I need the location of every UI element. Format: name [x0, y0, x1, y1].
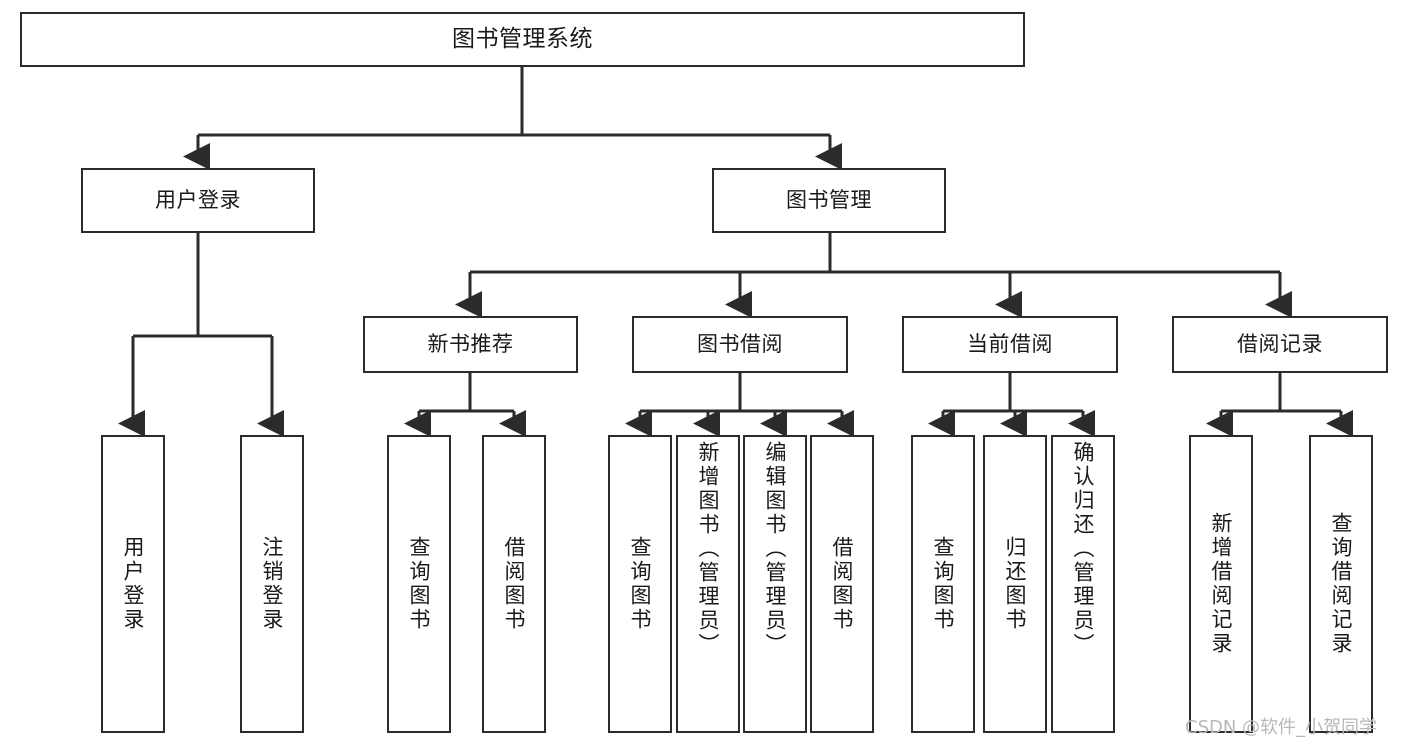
node-root[interactable]: 图书管理系统	[20, 12, 1025, 67]
leaf-node[interactable]: 确认归还（管理员）	[1051, 435, 1115, 733]
node-root-label: 图书管理系统	[452, 25, 593, 52]
leaf-node-label: 查询图书	[931, 536, 956, 632]
leaf-node[interactable]: 新增借阅记录	[1189, 435, 1253, 733]
node-book-management-label: 图书管理	[786, 187, 872, 212]
node-book-borrow-label: 图书借阅	[697, 331, 783, 356]
leaf-node-label: 确认归还（管理员）	[1071, 441, 1096, 657]
leaf-node[interactable]: 查询图书	[387, 435, 451, 733]
node-book-management[interactable]: 图书管理	[712, 168, 946, 233]
leaf-node-label: 查询图书	[628, 536, 653, 632]
node-borrow-record[interactable]: 借阅记录	[1172, 316, 1388, 373]
leaf-node-label: 注销登录	[260, 536, 285, 632]
leaf-node[interactable]: 借阅图书	[810, 435, 874, 733]
node-book-borrow[interactable]: 图书借阅	[632, 316, 848, 373]
leaf-node-label: 新增借阅记录	[1209, 512, 1234, 656]
leaf-node-label: 借阅图书	[502, 536, 527, 632]
leaf-node[interactable]: 编辑图书（管理员）	[743, 435, 807, 733]
leaf-node-label: 归还图书	[1003, 536, 1028, 632]
leaf-node-label: 新增图书（管理员）	[696, 441, 721, 657]
leaf-node-label: 编辑图书（管理员）	[763, 441, 788, 657]
node-new-book-recommend-label: 新书推荐	[427, 331, 514, 356]
leaf-node[interactable]: 归还图书	[983, 435, 1047, 733]
leaf-node[interactable]: 查询图书	[608, 435, 672, 733]
node-current-borrow[interactable]: 当前借阅	[902, 316, 1118, 373]
node-current-borrow-label: 当前借阅	[967, 331, 1053, 356]
leaf-node-label: 借阅图书	[830, 536, 855, 632]
leaf-node[interactable]: 注销登录	[240, 435, 304, 733]
node-new-book-recommend[interactable]: 新书推荐	[363, 316, 578, 373]
node-user-login[interactable]: 用户登录	[81, 168, 315, 233]
leaf-node[interactable]: 查询图书	[911, 435, 975, 733]
node-borrow-record-label: 借阅记录	[1237, 331, 1323, 356]
node-user-login-label: 用户登录	[155, 187, 241, 212]
leaf-node-label: 用户登录	[121, 536, 146, 632]
watermark-text: CSDN @软件_小贺同学	[1185, 717, 1378, 738]
leaf-node[interactable]: 新增图书（管理员）	[676, 435, 740, 733]
leaf-node[interactable]: 用户登录	[101, 435, 165, 733]
leaf-node[interactable]: 查询借阅记录	[1309, 435, 1373, 733]
leaf-node[interactable]: 借阅图书	[482, 435, 546, 733]
leaf-node-label: 查询借阅记录	[1329, 512, 1354, 656]
leaf-node-label: 查询图书	[407, 536, 432, 632]
